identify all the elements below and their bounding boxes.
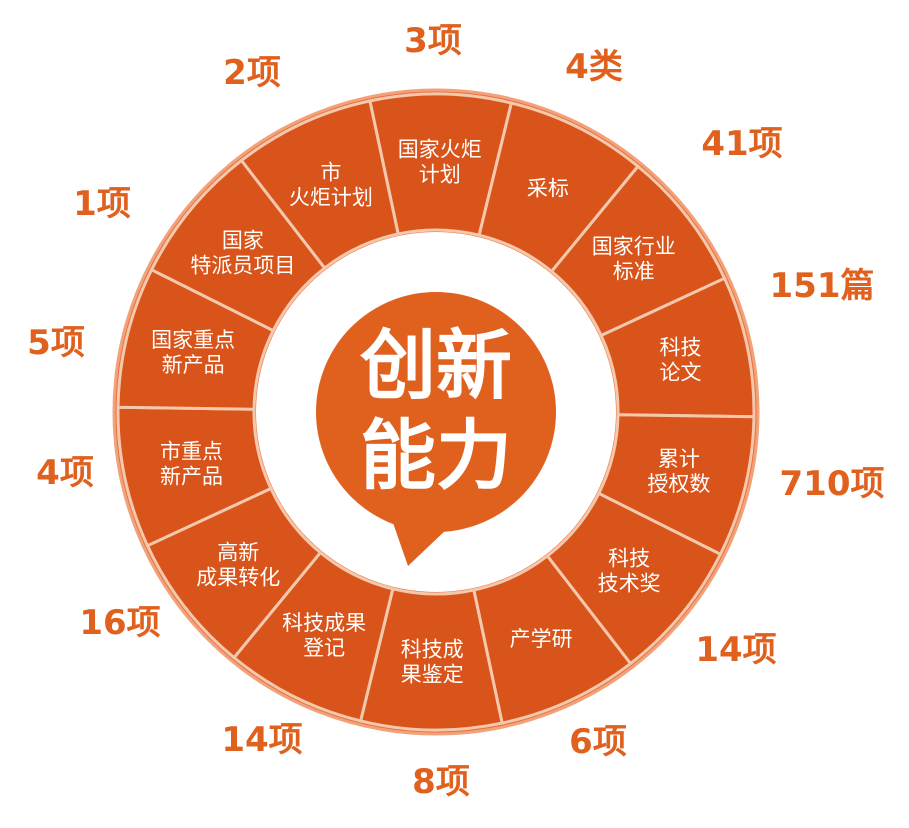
- segment-label-line: 果鉴定: [401, 662, 464, 686]
- segment-count: 16项: [79, 603, 160, 643]
- segment-label-line: 计划: [419, 163, 461, 187]
- segment-label-line: 标准: [613, 260, 655, 284]
- segment-label-line: 国家重点: [151, 328, 235, 352]
- segment-label: 市火炬计划: [289, 161, 373, 210]
- segment-label-line: 累计: [658, 447, 700, 471]
- segment-label-line: 市: [320, 161, 341, 185]
- segment-label-line: 火炬计划: [289, 186, 373, 210]
- center-title-line1: 创新: [360, 321, 512, 410]
- segment-count: 5项: [27, 323, 85, 363]
- segment-count: 6项: [569, 722, 627, 762]
- segment-count: 41项: [701, 124, 782, 164]
- segment-label-line: 授权数: [647, 472, 710, 496]
- segment-label-line: 新产品: [162, 353, 225, 377]
- segment-label-line: 市重点: [160, 439, 223, 463]
- segment-label-line: 科技成: [401, 637, 464, 661]
- segment-label-line: 技术奖: [598, 571, 661, 595]
- center-title-line2: 能力: [360, 411, 512, 500]
- segment-count: 1项: [73, 184, 131, 224]
- segment-label-line: 科技: [608, 546, 650, 570]
- segment-label: 高新成果转化: [196, 540, 280, 589]
- segment-count: 14项: [221, 720, 302, 760]
- segment-label-line: 特派员项目: [190, 254, 295, 278]
- wheel-segment: [239, 99, 400, 271]
- segment-label: 产学研: [510, 627, 573, 651]
- segment-count: 14项: [695, 630, 776, 670]
- segment-count: 2项: [223, 53, 281, 93]
- segment-label-line: 国家: [222, 229, 264, 253]
- segment-label: 累计授权数: [647, 447, 710, 496]
- segment-count: 710项: [780, 464, 885, 504]
- segment-label-line: 高新: [217, 540, 259, 564]
- segment-label: 科技技术奖: [598, 546, 661, 595]
- segment-count: 4项: [36, 453, 94, 493]
- segment-label: 国家行业标准: [592, 235, 676, 284]
- segment-label-line: 成果转化: [196, 565, 280, 589]
- segment-label: 采标: [527, 176, 569, 200]
- segment-label: 国家火炬计划: [398, 138, 482, 187]
- segment-label-line: 科技: [660, 336, 702, 360]
- segment-label-line: 采标: [527, 176, 569, 200]
- segment-label: 市重点新产品: [160, 439, 223, 488]
- segment-label-line: 登记: [303, 636, 345, 660]
- segment-label: 科技成果登记: [282, 611, 366, 660]
- segment-label-line: 科技成果: [282, 611, 366, 635]
- center-circle: [316, 292, 556, 532]
- segment-count: 4类: [565, 47, 623, 87]
- segment-label: 科技论文: [660, 336, 702, 385]
- segment-count: 8项: [412, 762, 470, 802]
- segment-label-line: 国家火炬: [398, 138, 482, 162]
- segment-count: 3项: [404, 21, 462, 61]
- segment-label: 国家重点新产品: [151, 328, 235, 377]
- segment-label: 科技成果鉴定: [401, 637, 464, 686]
- segment-label: 国家特派员项目: [190, 229, 295, 278]
- segment-label-line: 新产品: [160, 464, 223, 488]
- bubble-tail: [392, 520, 448, 566]
- segment-label-line: 国家行业: [592, 235, 676, 259]
- center-bubble: 创新 能力: [316, 292, 556, 566]
- segment-label-line: 论文: [660, 361, 702, 385]
- segment-count: 151篇: [770, 266, 875, 306]
- segment-label-line: 产学研: [510, 627, 573, 651]
